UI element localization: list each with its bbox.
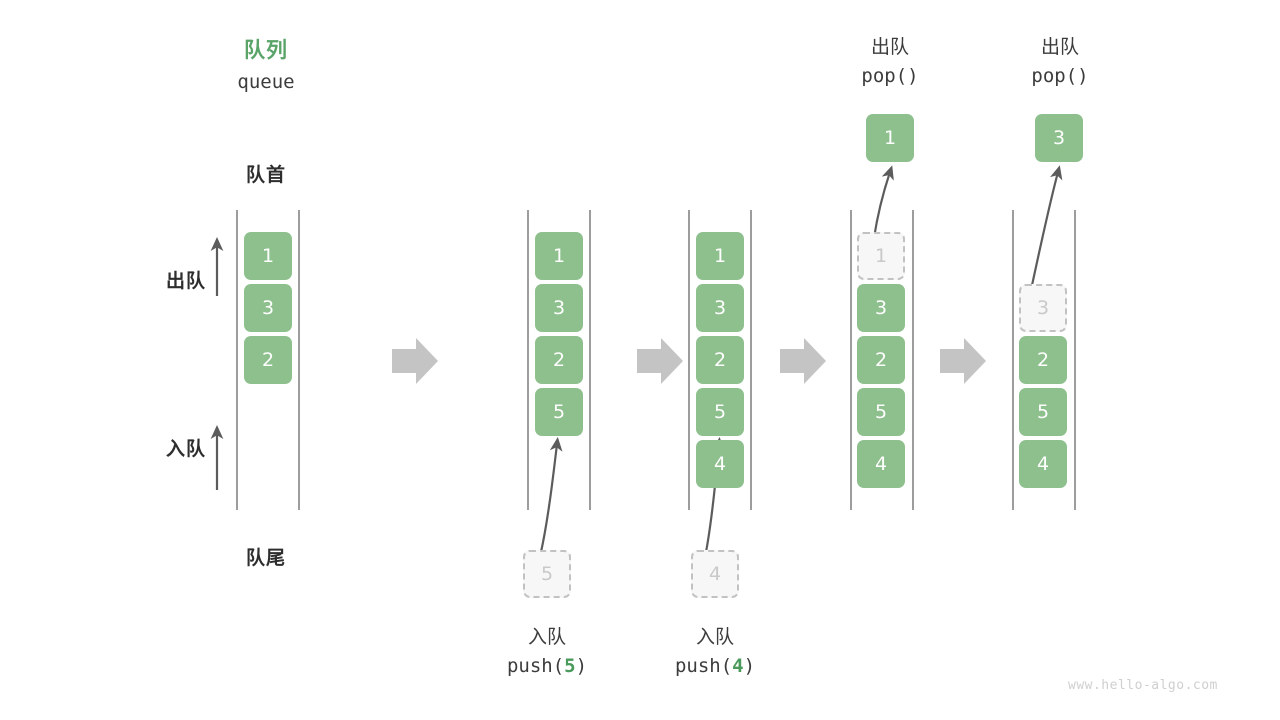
queue-box: 3	[696, 284, 744, 332]
queue-box: 2	[244, 336, 292, 384]
op-code-prefix: push(	[506, 655, 565, 677]
op-label-cn: 入队	[695, 626, 734, 648]
queue-box: 2	[1019, 336, 1067, 384]
op-label-cn: 出队	[870, 36, 909, 58]
queue-box-new: 4	[696, 440, 744, 488]
queue-box: 3	[244, 284, 292, 332]
push-arrow-5	[539, 437, 563, 553]
queue-box: 3	[535, 284, 583, 332]
op-label-code: push(5)	[477, 655, 617, 677]
flow-arrow-3	[780, 338, 826, 384]
queue-rails	[236, 210, 1076, 510]
op-label-code: pop()	[820, 65, 960, 87]
enqueue-label: 入队	[165, 438, 206, 460]
op-code-prefix: pop(	[1031, 65, 1078, 87]
page-subtitle: queue	[237, 71, 295, 93]
dequeue-label: 出队	[165, 270, 206, 292]
ghost-box-pop: 1	[857, 232, 905, 280]
queue-box: 5	[696, 388, 744, 436]
op-code-prefix: pop(	[861, 65, 908, 87]
queue-box: 3	[857, 284, 905, 332]
popped-box: 1	[866, 114, 914, 162]
watermark: www.hello-algo.com	[1068, 678, 1218, 693]
op-label-code: push(4)	[645, 655, 785, 677]
op-code-prefix: push(	[674, 655, 733, 677]
op-label-code: pop()	[990, 65, 1130, 87]
ghost-box-push: 5	[523, 550, 571, 598]
queue-rear-label: 队尾	[245, 547, 286, 569]
op-code-arg: 4	[732, 655, 744, 677]
popped-box: 3	[1035, 114, 1083, 162]
flow-arrow-1	[392, 338, 438, 384]
queue-box: 1	[244, 232, 292, 280]
flow-arrow-2	[637, 338, 683, 384]
queue-box: 2	[857, 336, 905, 384]
queue-box: 5	[1019, 388, 1067, 436]
op-label-cn: 出队	[1040, 36, 1079, 58]
page-title: 队列	[244, 38, 288, 62]
ghost-box-pop: 3	[1019, 284, 1067, 332]
queue-box: 5	[857, 388, 905, 436]
op-code-suffix: )	[575, 655, 588, 677]
queue-box: 1	[535, 232, 583, 280]
ghost-box-push: 4	[691, 550, 739, 598]
op-label-cn: 入队	[527, 626, 566, 648]
queue-box: 4	[857, 440, 905, 488]
queue-box: 4	[1019, 440, 1067, 488]
pop-arrow-1	[872, 165, 894, 239]
op-code-suffix: )	[1077, 65, 1089, 87]
flow-arrow-4	[940, 338, 986, 384]
queue-box: 1	[696, 232, 744, 280]
op-code-suffix: )	[743, 655, 756, 677]
op-code-suffix: )	[907, 65, 919, 87]
queue-box: 2	[535, 336, 583, 384]
pop-arrow-3	[1029, 165, 1063, 291]
op-code-arg: 5	[564, 655, 576, 677]
queue-box-new: 5	[535, 388, 583, 436]
queue-front-label: 队首	[245, 164, 286, 186]
queue-box: 2	[696, 336, 744, 384]
